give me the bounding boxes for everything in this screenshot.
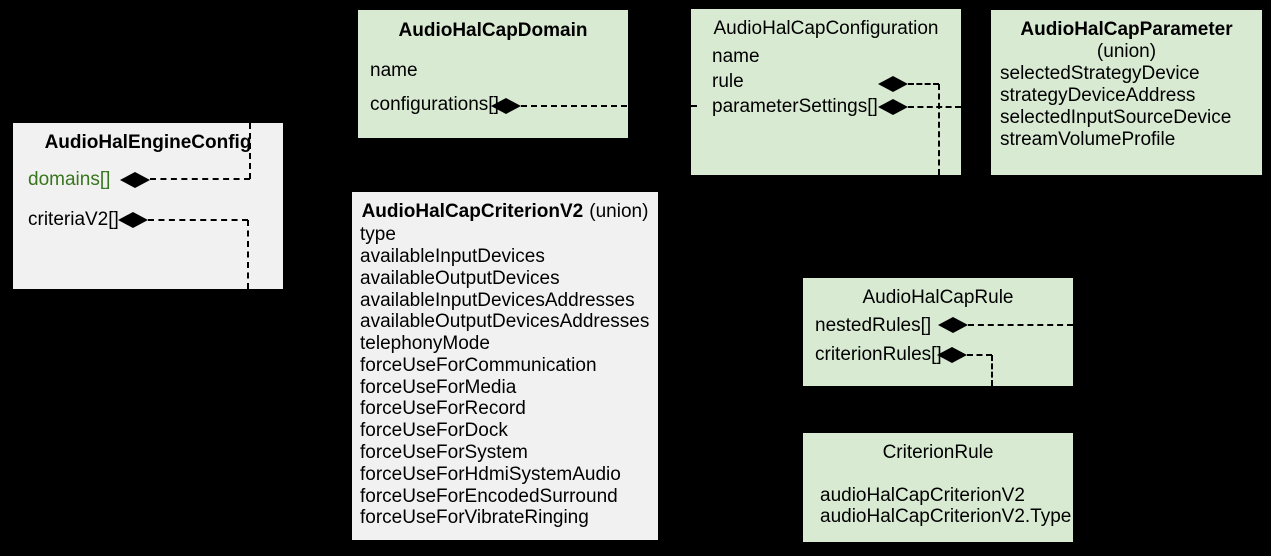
class-title: AudioHalCapConfiguration <box>713 18 939 39</box>
class-title: AudioHalCapDomain <box>398 20 588 41</box>
field-label-stream-volume-profile: streamVolumeProfile <box>1000 129 1176 150</box>
composition-diamond-icon-parameter-settings <box>878 99 908 115</box>
field-label-available-output-devices-addresses: availableOutputDevicesAddresses <box>360 311 650 332</box>
composition-diamond-icon-domains <box>120 172 150 188</box>
field-label-name: name <box>370 60 418 81</box>
field-label-available-input-devices-addresses: availableInputDevicesAddresses <box>360 290 635 311</box>
field-label-force-use-for-encoded-surround: forceUseForEncodedSurround <box>360 486 618 507</box>
connector-line-criteria-v2-v <box>247 220 249 289</box>
field-label-force-use-for-communication: forceUseForCommunication <box>360 355 597 376</box>
connector-line-nested-rules-h <box>968 324 1073 326</box>
connector-line-domains-v <box>249 123 251 179</box>
field-label-force-use-for-dock: forceUseForDock <box>360 420 508 441</box>
field-label-audio-hal-cap-criterion-v2: audioHalCapCriterionV2 <box>820 485 1025 506</box>
class-title: CriterionRule <box>882 442 994 463</box>
field-label-rule: rule <box>712 71 744 92</box>
composition-diamond-icon-criteria-v2 <box>118 212 148 228</box>
class-box-audio-hal-cap-criterion-v2: AudioHalCapCriterionV2(union) type avail… <box>352 192 658 540</box>
field-label-force-use-for-system: forceUseForSystem <box>360 442 528 463</box>
field-label-force-use-for-vibrate-ringing: forceUseForVibrateRinging <box>360 507 589 528</box>
connector-line-criterion-rules-h <box>967 354 992 356</box>
field-label-available-output-devices: availableOutputDevices <box>360 268 560 289</box>
class-title: AudioHalCapRule <box>862 287 1014 308</box>
field-label-force-use-for-record: forceUseForRecord <box>360 398 526 419</box>
connector-line-domains-h <box>150 178 250 180</box>
field-label-domains: domains[] <box>28 169 111 190</box>
field-label-force-use-for-hdmi-system-audio: forceUseForHdmiSystemAudio <box>360 464 621 485</box>
class-box-audio-hal-cap-configuration: AudioHalCapConfiguration name rule param… <box>691 9 961 175</box>
connector-line-criteria-v2-h <box>148 219 248 221</box>
class-box-audio-hal-cap-domain: AudioHalCapDomain name configurations[] <box>358 10 628 138</box>
field-label-criterion-rules: criterionRules[] <box>815 344 942 365</box>
connector-line-rule-v <box>938 84 940 175</box>
field-label-selected-input-source-device: selectedInputSourceDevice <box>1000 107 1232 128</box>
connector-line-criterion-rules-v <box>991 355 993 386</box>
class-subtitle-union: (union) <box>1096 41 1157 62</box>
class-box-audio-hal-cap-rule: AudioHalCapRule nestedRules[] criterionR… <box>803 278 1073 386</box>
class-box-criterion-rule: CriterionRule audioHalCapCriterionV2 aud… <box>803 433 1073 542</box>
class-title: AudioHalCapCriterionV2(union) <box>352 201 658 223</box>
composition-diamond-icon-rule <box>878 76 908 92</box>
field-label-selected-strategy-device: selectedStrategyDevice <box>1000 63 1200 84</box>
field-label-configurations: configurations[] <box>370 94 499 115</box>
connector-line-configurations-h <box>521 105 697 107</box>
field-label-type: type <box>360 224 396 245</box>
field-label-available-input-devices: availableInputDevices <box>360 246 545 267</box>
field-label-force-use-for-media: forceUseForMedia <box>360 377 517 398</box>
class-box-audio-hal-cap-parameter: AudioHalCapParameter (union) selectedStr… <box>991 10 1262 175</box>
field-label-nested-rules: nestedRules[] <box>815 315 932 336</box>
class-title: AudioHalCapParameter <box>1020 19 1233 40</box>
composition-diamond-icon-configurations <box>491 98 521 114</box>
field-label-criteria-v2: criteriaV2[] <box>28 209 119 230</box>
field-label-parameter-settings: parameterSettings[] <box>712 96 878 117</box>
class-title-name: AudioHalCapCriterionV2 <box>361 201 584 222</box>
field-label-audio-hal-cap-criterion-v2-type: audioHalCapCriterionV2.Type <box>820 506 1072 527</box>
composition-diamond-icon-nested-rules <box>938 317 968 333</box>
field-label-telephony-mode: telephonyMode <box>360 333 490 354</box>
class-title: AudioHalEngineConfig <box>44 132 252 153</box>
field-label-name: name <box>712 46 760 67</box>
connector-line-parameter-settings-h <box>908 106 961 108</box>
class-box-audio-hal-engine-config: AudioHalEngineConfig domains[] criteriaV… <box>13 123 283 289</box>
connector-line-rule-h <box>908 83 939 85</box>
class-title-union-suffix: (union) <box>589 201 649 222</box>
composition-diamond-icon-criterion-rules <box>937 347 967 363</box>
field-label-strategy-device-address: strategyDeviceAddress <box>1000 85 1196 106</box>
